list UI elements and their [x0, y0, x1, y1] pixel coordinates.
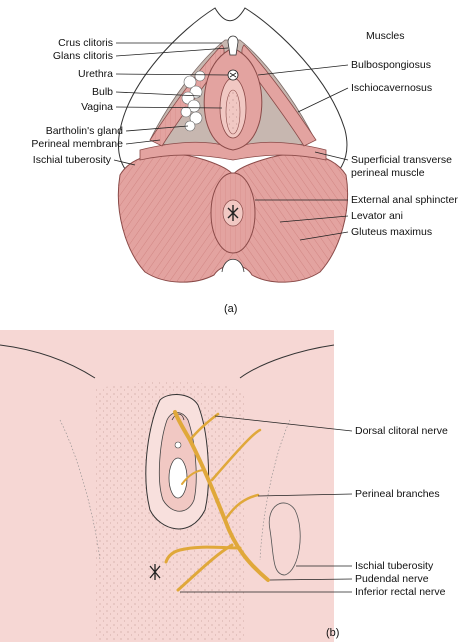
glans-clitoris [227, 35, 239, 56]
anus-b [149, 564, 161, 580]
panel-b-leaders [180, 415, 353, 593]
label-perineal-branches: Perineal branches [355, 488, 440, 500]
label-glans-clitoris: Glans clitoris [53, 50, 113, 62]
label-urethra: Urethra [78, 68, 113, 80]
label-ischiocavernosus: Ischiocavernosus [351, 82, 432, 94]
panel-a-drawing [117, 7, 349, 283]
ischial-tuberosity-outline [268, 502, 301, 576]
label-inferior-rectal-nerve: Inferior rectal nerve [355, 586, 446, 598]
label-crus-clitoris: Crus clitoris [58, 37, 113, 49]
label-vagina: Vagina [81, 101, 113, 113]
label-perineal-muscle: perineal muscle [351, 167, 425, 179]
label-bulb: Bulb [92, 86, 113, 98]
panel-b-drawing [0, 330, 335, 642]
label-ischial-tuberosity-b: Ischial tuberosity [355, 560, 434, 572]
label-bulbospongiosus: Bulbospongiosus [351, 59, 431, 71]
caption-b: (b) [326, 627, 339, 639]
label-external-anal-sphincter: External anal sphincter [351, 194, 458, 206]
superficial-transverse-perineal [139, 141, 327, 161]
caption-a: (a) [224, 303, 237, 315]
vaginal-opening-b [168, 457, 188, 499]
label-superficial-transverse: Superficial transverse [351, 154, 452, 166]
pudendal-nerve-tree [164, 410, 270, 592]
panel-a-labels: Crus clitoris Glans clitoris Urethra Bul… [31, 30, 458, 315]
anus [227, 205, 239, 221]
label-ischial-tuberosity-a: Ischial tuberosity [33, 154, 112, 166]
coccyx [221, 258, 245, 273]
label-levator-ani: Levator ani [351, 210, 403, 222]
panel-a-leaders [113, 42, 349, 241]
bartholin-gland [180, 70, 206, 132]
label-pudendal-nerve: Pudendal nerve [355, 573, 429, 585]
panel-b-labels: Dorsal clitoral nerve Perineal branches … [326, 425, 448, 639]
label-bartholins-gland: Bartholin's gland [46, 125, 123, 137]
label-perineal-membrane: Perineal membrane [31, 138, 123, 150]
label-dorsal-clitoral-nerve: Dorsal clitoral nerve [355, 425, 448, 437]
label-muscles-title: Muscles [366, 30, 405, 42]
label-gluteus-maximus: Gluteus maximus [351, 226, 432, 238]
